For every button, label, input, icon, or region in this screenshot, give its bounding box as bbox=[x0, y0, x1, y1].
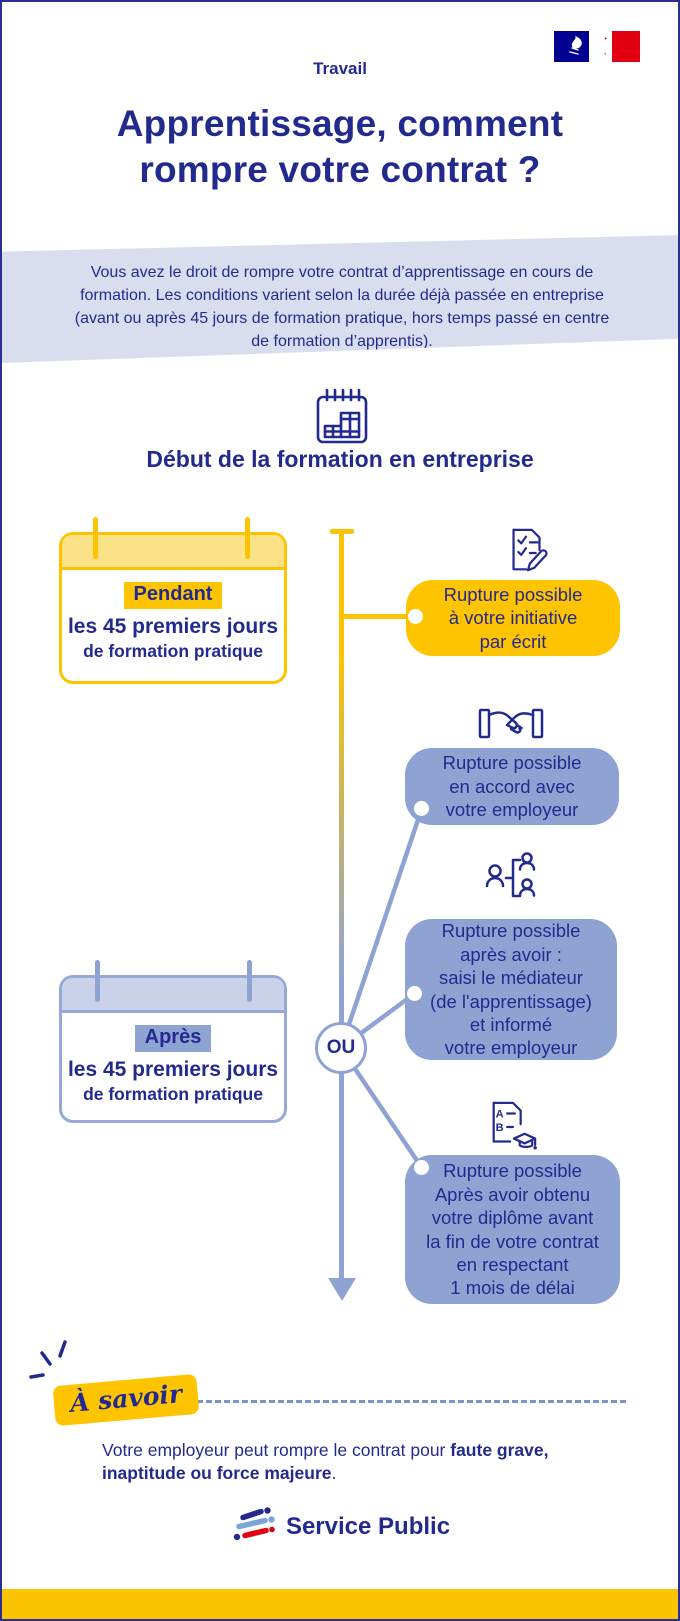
connector-dot bbox=[408, 609, 423, 624]
calendar-pin bbox=[95, 960, 100, 1002]
sparkle-icon bbox=[28, 1338, 74, 1392]
note-text-end: . bbox=[331, 1463, 337, 1484]
calendar-pin bbox=[247, 960, 252, 1002]
card-line2: de formation pratique bbox=[83, 1084, 263, 1104]
card-highlight-label: Pendant bbox=[123, 582, 223, 609]
note-text: Votre employeur peut rompre le contrat p… bbox=[102, 1439, 594, 1486]
card-line2: de formation pratique bbox=[83, 641, 263, 661]
connector-dot bbox=[414, 801, 429, 816]
bottom-accent-bar bbox=[2, 1589, 678, 1619]
card-apres-45-jours: Après les 45 premiers jours de formation… bbox=[59, 975, 287, 1123]
section-heading: Début de la formation en entreprise bbox=[146, 446, 534, 472]
mediator-people-icon bbox=[484, 850, 540, 906]
bubble-rupture-initiative: Rupture possible à votre initiative par … bbox=[406, 580, 620, 656]
timeline-branch-pendant bbox=[343, 614, 409, 619]
card-line1: les 45 premiers jours bbox=[67, 1058, 279, 1081]
document-check-pencil-icon bbox=[502, 527, 552, 577]
card-line1: les 45 premiers jours bbox=[67, 615, 279, 638]
bubble-rupture-diplome: Rupture possible Après avoir obtenu votr… bbox=[405, 1155, 620, 1304]
calendar-grid-icon bbox=[310, 386, 374, 450]
timeline-arrow-icon bbox=[328, 1278, 356, 1301]
dashed-divider bbox=[188, 1400, 626, 1403]
timeline-line bbox=[339, 531, 344, 1281]
calendar-pin bbox=[245, 517, 250, 559]
intro-text: Vous avez le droit de rompre votre contr… bbox=[74, 264, 610, 350]
note-text-regular: Votre employeur peut rompre le contrat p… bbox=[102, 1440, 451, 1460]
category-label: Travail bbox=[313, 59, 367, 78]
service-public-logo: Service Public bbox=[2, 1504, 678, 1550]
note-text-bold: faute grave, inaptitude ou force majeure bbox=[102, 1440, 549, 1484]
svg-text:A: A bbox=[496, 1108, 504, 1120]
bubble-rupture-mediateur: Rupture possible après avoir : saisi le … bbox=[405, 919, 617, 1060]
calendar-pin bbox=[93, 517, 98, 559]
french-government-marianne-flag-icon bbox=[554, 31, 640, 62]
diploma-graduation-icon: A B bbox=[485, 1100, 539, 1154]
handshake-icon bbox=[478, 703, 544, 745]
connector-dot bbox=[414, 1160, 429, 1175]
page-title: Apprentissage, comment rompre votre cont… bbox=[116, 103, 564, 191]
bubble-rupture-accord: Rupture possible en accord avec votre em… bbox=[405, 748, 619, 825]
service-public-logo-text: Service Public bbox=[285, 1513, 451, 1540]
svg-text:B: B bbox=[496, 1122, 504, 1134]
ou-node: OU bbox=[315, 1022, 367, 1074]
connector-dot bbox=[407, 986, 422, 1001]
intro-band: Vous avez le droit de rompre votre contr… bbox=[2, 235, 678, 363]
card-highlight-label: Après bbox=[134, 1025, 212, 1052]
service-public-logo-icon bbox=[233, 1507, 275, 1541]
